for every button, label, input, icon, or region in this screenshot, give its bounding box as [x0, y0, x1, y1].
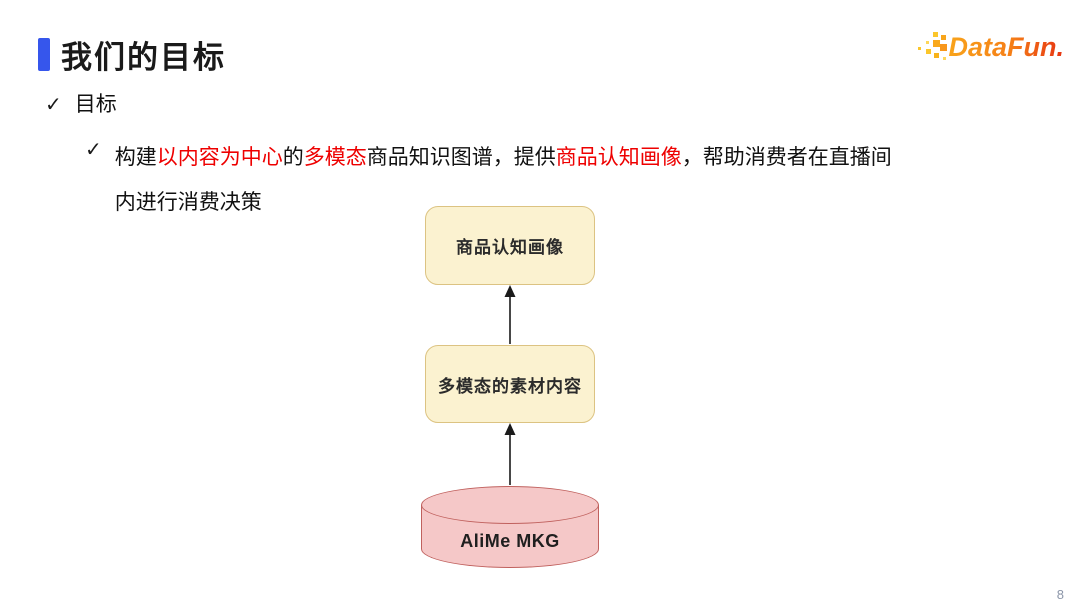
node-label: AliMe MKG — [460, 531, 560, 551]
text-segment: 的 — [282, 146, 304, 169]
bullet-detail: ✓ 构建以内容为中心的多模态商品知识图谱，提供商品认知画像，帮助消费者在直播间 … — [85, 135, 985, 225]
bullet-goal: ✓ 目标 — [45, 90, 117, 120]
text-segment: 构建 — [114, 146, 157, 169]
node-label: 商品认知画像 — [456, 238, 564, 257]
page-title: 我们的目标 — [61, 40, 226, 75]
node-alime-mkg-database: AliMe MKG — [421, 486, 599, 568]
text-segment-highlight: 商品认知画像 — [555, 146, 682, 169]
check-icon: ✓ — [85, 139, 102, 161]
page-number: 8 — [1056, 587, 1064, 602]
text-segment: 内进行消费决策 — [114, 191, 262, 214]
text-segment-highlight: 多模态 — [303, 146, 367, 169]
arrow-up-icon — [504, 285, 516, 344]
slide-header: 我们的目标 — [38, 32, 226, 77]
logo-pixels-icon — [915, 28, 947, 66]
node-label: 多模态的素材内容 — [438, 376, 582, 396]
text-segment-highlight: 以内容为中心 — [156, 146, 283, 169]
node-multimodal-material-content: 多模态的素材内容 — [425, 345, 595, 423]
datafun-logo: DataFun. — [915, 28, 1064, 66]
text-segment: ，帮助消费者在直播间 — [681, 146, 892, 169]
bullet-goal-text: 目标 — [74, 93, 117, 116]
flow-diagram: 商品认知画像 多模态的素材内容 AliMe MKG — [421, 206, 599, 568]
logo-text: DataFun. — [948, 31, 1064, 62]
node-product-cognition-profile: 商品认知画像 — [425, 206, 595, 285]
check-icon: ✓ — [45, 94, 62, 116]
arrow-up-icon — [504, 423, 516, 485]
bullet-detail-text: 构建以内容为中心的多模态商品知识图谱，提供商品认知画像，帮助消费者在直播间 内进… — [115, 135, 892, 225]
title-accent-bar — [38, 38, 50, 71]
text-segment: 商品知识图谱，提供 — [366, 146, 556, 169]
cylinder-top — [421, 486, 599, 524]
